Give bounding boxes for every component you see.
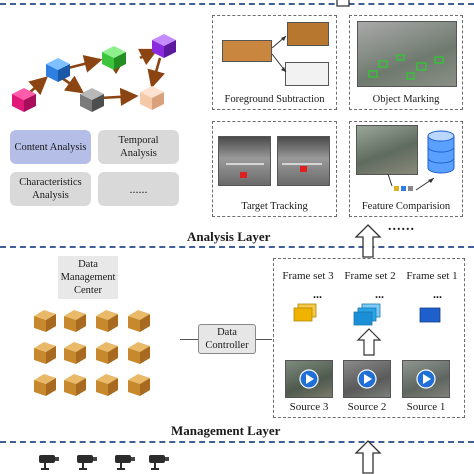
- feature-comparision-caption: Feature Comparision: [361, 201, 451, 212]
- top-up-arrow-icon: [336, 0, 350, 7]
- temporal-analysis-label: Temporal Analysis: [118, 135, 159, 159]
- frame-set-1-label: Frame set 1: [406, 270, 458, 282]
- target-tracking-caption: Target Tracking: [241, 201, 308, 212]
- frame-set-2-icon: [353, 303, 381, 326]
- database-icon: [427, 130, 455, 174]
- tracking-image-1: [218, 136, 271, 186]
- object-marking-panel: [349, 15, 463, 110]
- management-layer-line: [0, 441, 474, 443]
- cube-peach-icon: [140, 86, 164, 110]
- analysis-layer-label: Analysis Layer: [187, 229, 271, 244]
- server-grid: [34, 310, 150, 396]
- play-icon: [357, 369, 377, 389]
- frame-set-1-dots: ...: [433, 287, 442, 301]
- tracking-markers: [226, 163, 322, 178]
- cube-gray-icon: [80, 88, 104, 112]
- data-management-center-text: Data Management Center: [60, 259, 116, 296]
- data-controller-box: Data Controller: [198, 324, 256, 354]
- frame-set-1-icon: [419, 307, 441, 323]
- frame-set-3-label: Frame set 3: [282, 270, 334, 282]
- frame-set-3-icon: [293, 303, 317, 322]
- data-management-center-label: Data Management Center: [58, 256, 118, 299]
- foreground-image-2: [287, 22, 329, 46]
- foreground-subtraction-caption: Foreground Subtraction: [224, 94, 325, 105]
- play-icon: [416, 369, 436, 389]
- source-3-label: Source 3: [289, 401, 329, 413]
- frame-set-2-dots: ...: [375, 287, 384, 301]
- feature-flow-arrows: [387, 173, 435, 191]
- feature-image: [356, 125, 418, 175]
- temporal-analysis-box: Temporal Analysis: [98, 130, 179, 164]
- play-icons: [299, 369, 436, 389]
- frame-stacks: [293, 303, 441, 326]
- analysis-up-arrow-icon: [354, 224, 382, 258]
- management-up-arrow-icon: [354, 440, 382, 474]
- camera-row: [38, 454, 170, 470]
- panels-ellipsis: ......: [388, 219, 415, 234]
- content-analysis-label: Content Analysis: [14, 141, 87, 153]
- cube-graph: [12, 34, 176, 112]
- frame-set-2-label: Frame set 2: [344, 270, 396, 282]
- object-marking-boxes: [368, 54, 444, 80]
- cube-blue-icon: [46, 58, 70, 82]
- controller-connector-right: [256, 339, 272, 340]
- controller-connector: [180, 339, 198, 340]
- data-controller-label: Data Controller: [205, 327, 249, 351]
- camera-icons: [38, 454, 170, 470]
- object-marking-caption: Object Marking: [372, 94, 440, 105]
- play-icon: [299, 369, 319, 389]
- management-layer-label: Management Layer: [171, 423, 281, 438]
- foreground-image-3: [285, 62, 329, 86]
- foreground-flow-arrows: [271, 35, 287, 73]
- source-1-label: Source 1: [406, 401, 446, 413]
- source-2-label: Source 2: [347, 401, 387, 413]
- target-tracking-panel: [212, 121, 337, 217]
- feature-comparision-panel: [349, 121, 463, 217]
- frame-sets-panel: [273, 258, 465, 418]
- more-analysis-box: ......: [98, 172, 179, 206]
- content-analysis-box: Content Analysis: [10, 130, 91, 164]
- server-icons: [34, 310, 150, 396]
- cube-purple-icon: [152, 34, 176, 58]
- frame-set-3-dots: ...: [313, 287, 322, 301]
- characteristics-analysis-box: Characteristics Analysis: [10, 172, 91, 206]
- foreground-image-1: [222, 40, 272, 62]
- characteristics-analysis-label: Characteristics Analysis: [19, 177, 82, 201]
- cube-green-icon: [102, 46, 126, 70]
- source-2-thumbnail: [343, 360, 391, 398]
- foreground-subtraction-panel: [212, 15, 337, 110]
- analysis-layer-line: [0, 246, 474, 248]
- more-analysis-label: ......: [129, 181, 148, 196]
- tracking-image-2: [277, 136, 330, 186]
- cube-magenta-icon: [12, 88, 36, 112]
- top-separator-line: [0, 3, 474, 5]
- frame-up-arrow-icon: [356, 328, 382, 356]
